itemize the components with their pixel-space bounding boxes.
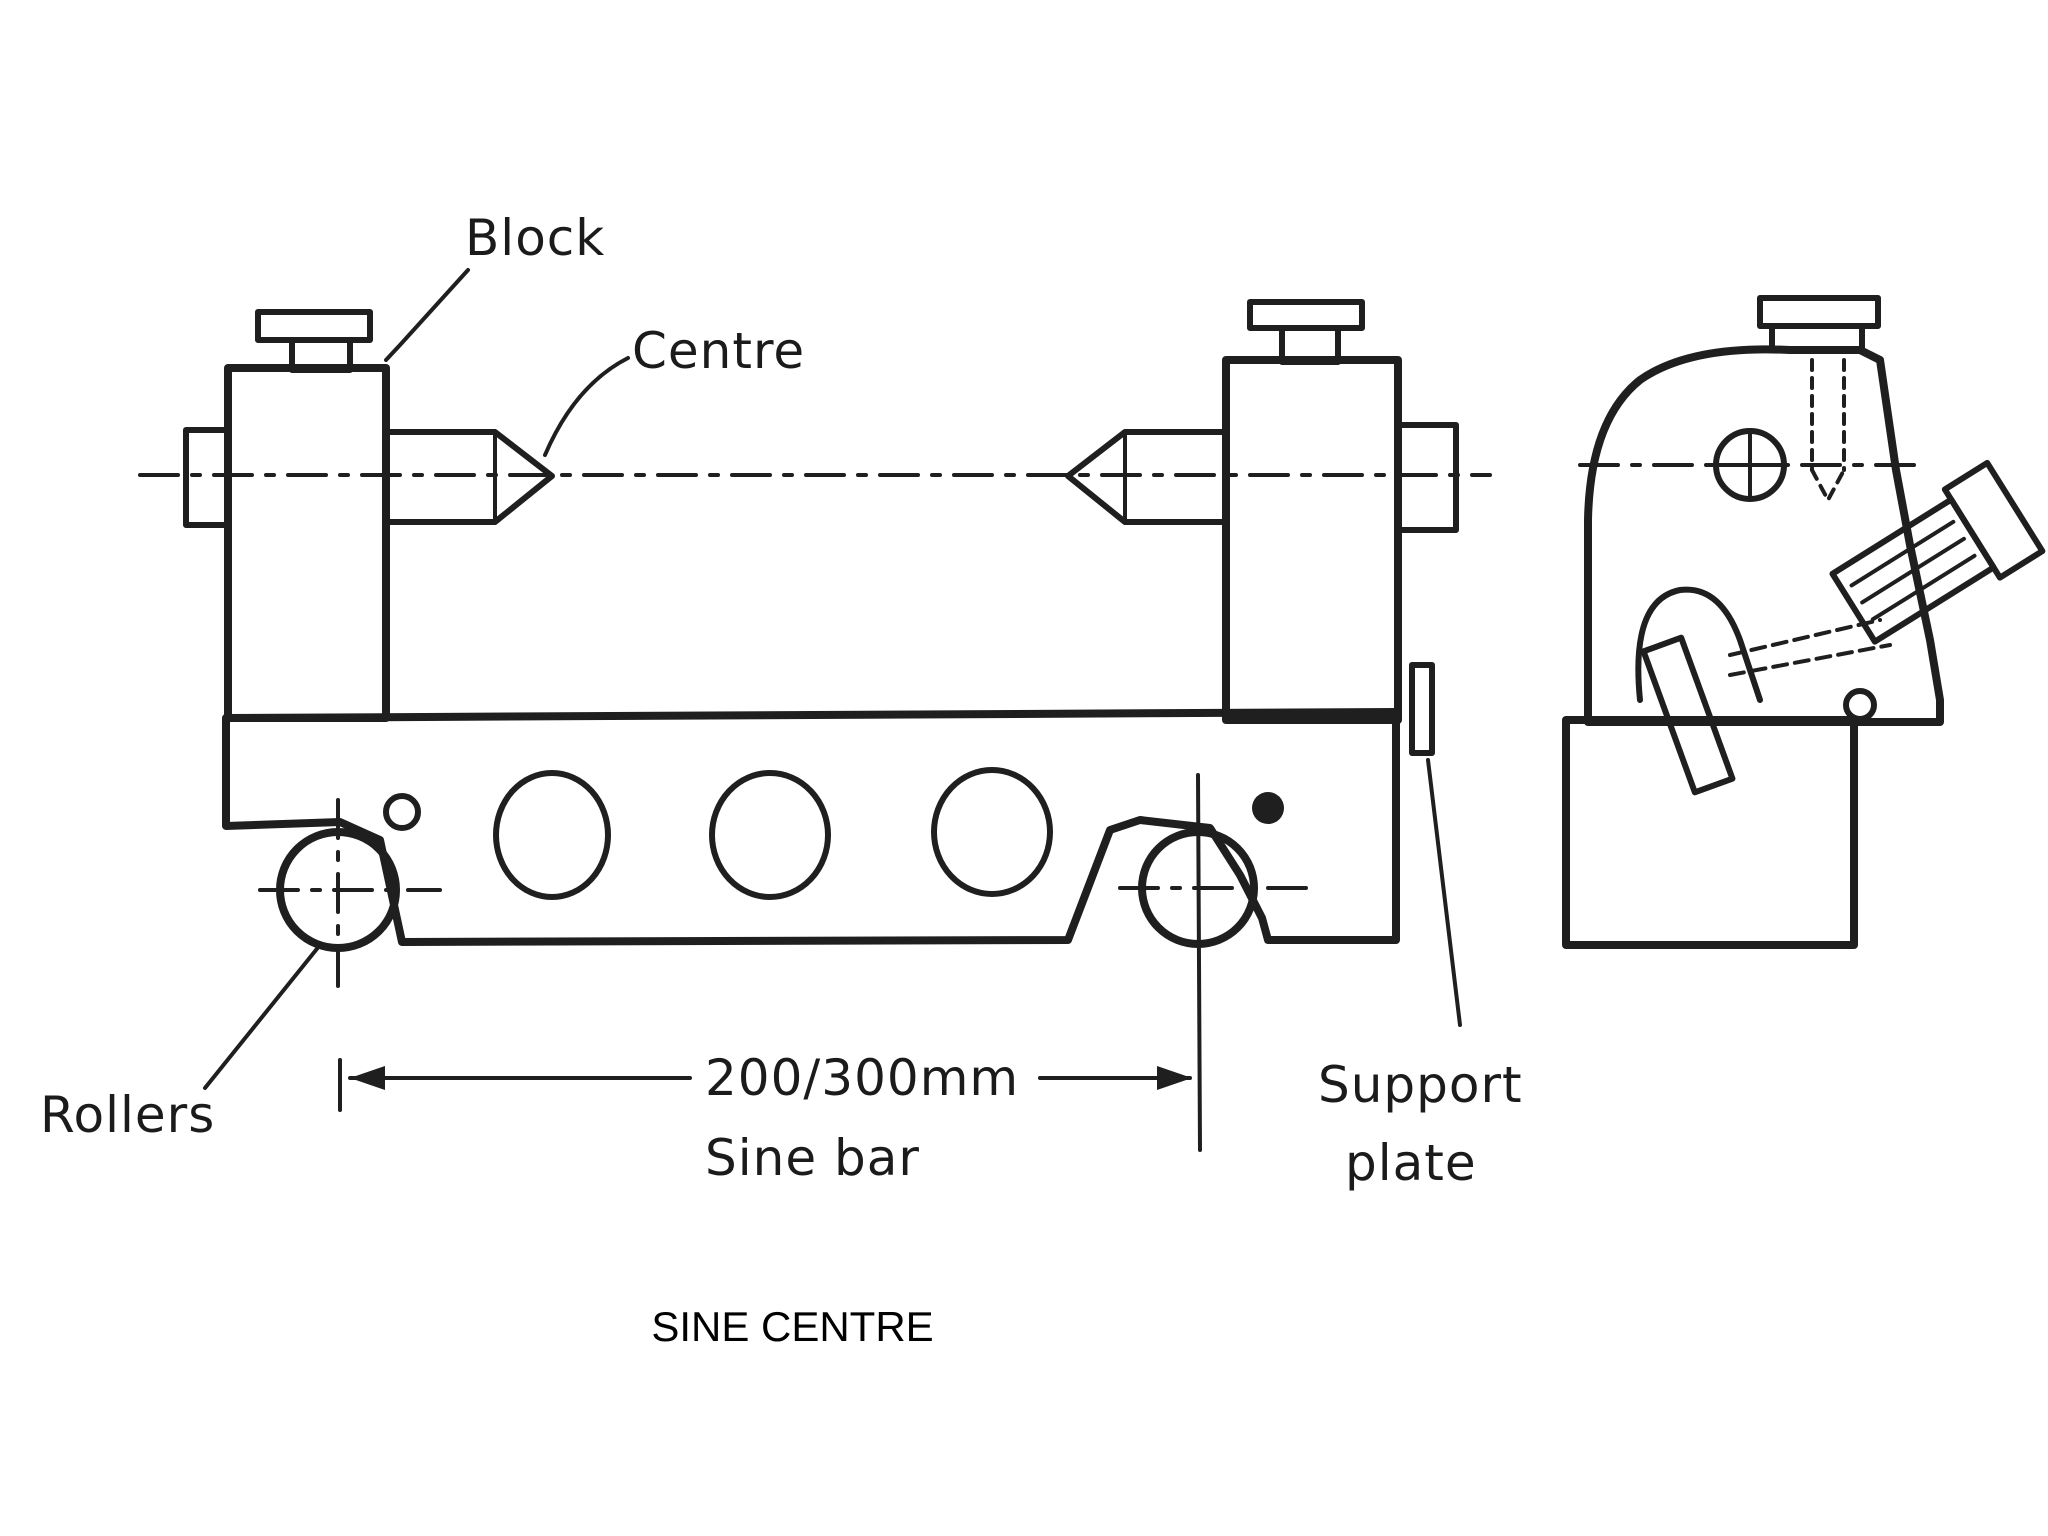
label-sine-bar: Sine bar (705, 1129, 920, 1187)
right-roller (1118, 773, 1317, 1152)
label-rollers: Rollers (40, 1086, 215, 1144)
figure-caption: SINE CENTRE (651, 1303, 934, 1350)
side-view (1562, 295, 2046, 949)
left-block (183, 309, 555, 722)
label-block: Block (465, 209, 605, 267)
left-roller (258, 798, 442, 1002)
support-plate (1409, 662, 1435, 756)
leader-lines (203, 268, 1462, 1090)
label-plate: plate (1345, 1134, 1477, 1192)
label-support: Support (1318, 1056, 1523, 1114)
centre-axis-line (138, 463, 1927, 477)
dimension-line (338, 1058, 1192, 1112)
label-dimension: 200/300mm (705, 1049, 1019, 1107)
right-block (1065, 299, 1459, 724)
label-centre: Centre (632, 322, 805, 380)
sine-bar-body (222, 708, 1400, 946)
